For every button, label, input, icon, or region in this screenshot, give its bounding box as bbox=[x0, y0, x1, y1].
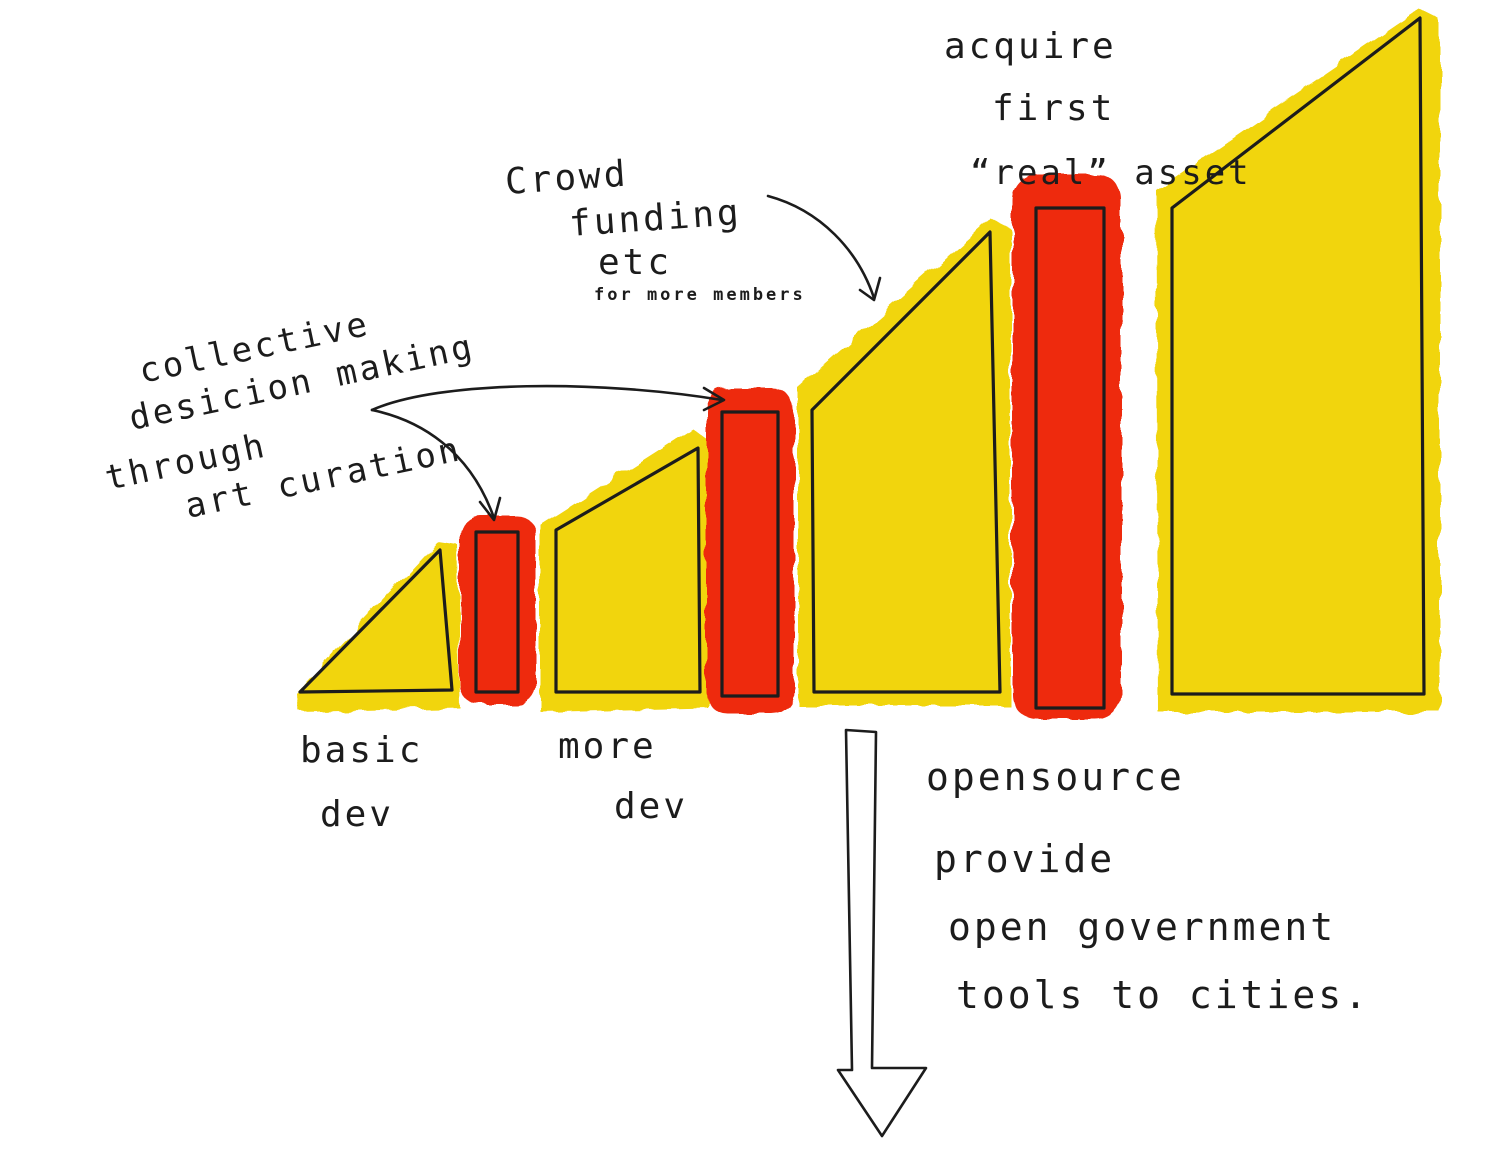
crowd-label-line-2: funding bbox=[568, 192, 743, 245]
stage-crowdfunding-fill bbox=[798, 218, 1010, 706]
provide-label-line-2: open government bbox=[948, 905, 1336, 949]
curation-arrow-to-milestone-1 bbox=[370, 408, 496, 520]
stage-more-dev-fill bbox=[540, 428, 708, 712]
milestone-3-fill bbox=[1012, 174, 1122, 720]
more-dev-label-line-2: dev bbox=[614, 786, 688, 827]
provide-label-line-1: provide bbox=[934, 837, 1115, 881]
crowd-label-line-1: Crowd bbox=[504, 153, 630, 203]
crowdfunding-arrow-head bbox=[858, 276, 882, 302]
crowd-label-line-3: etc bbox=[598, 242, 672, 283]
milestone-2-outline bbox=[720, 410, 780, 698]
stage-basic-dev-outline bbox=[298, 548, 454, 694]
curation-arrow-to-milestone-2 bbox=[370, 384, 724, 412]
acquire-label-line-1: acquire bbox=[944, 26, 1117, 67]
provide-label-line-3: tools to cities. bbox=[956, 973, 1370, 1017]
stage-crowdfunding-outline bbox=[810, 230, 1002, 694]
milestone-3-outline bbox=[1034, 206, 1106, 710]
stage-final-outline bbox=[1170, 16, 1426, 696]
milestone-1-fill bbox=[460, 515, 536, 705]
curation-arrow-head-1 bbox=[478, 496, 502, 522]
outlines bbox=[298, 16, 1426, 710]
annotation-arrows bbox=[370, 194, 928, 1138]
milestone-1-outline bbox=[474, 530, 520, 694]
stage-basic-dev-fill bbox=[296, 542, 460, 712]
opensource-label: opensource bbox=[926, 755, 1185, 799]
crowd-label-line-4: for more members bbox=[594, 285, 806, 305]
opensource-down-arrow bbox=[836, 728, 928, 1138]
more-dev-label-line-1: more bbox=[558, 726, 657, 767]
basic-dev-label-line-2: dev bbox=[320, 794, 394, 835]
curation-arrow-head-2 bbox=[702, 386, 726, 412]
red-fills bbox=[460, 174, 1122, 720]
basic-dev-label-line-1: basic bbox=[300, 730, 423, 771]
stage-more-dev-outline bbox=[554, 446, 702, 694]
acquire-label-line-3: “real” asset bbox=[970, 153, 1252, 193]
crowdfunding-arrow bbox=[766, 194, 876, 300]
milestone-2-fill bbox=[706, 388, 794, 714]
stage-final-fill bbox=[1156, 10, 1440, 712]
acquire-label-line-2: first bbox=[992, 88, 1115, 129]
yellow-fills bbox=[296, 10, 1440, 712]
